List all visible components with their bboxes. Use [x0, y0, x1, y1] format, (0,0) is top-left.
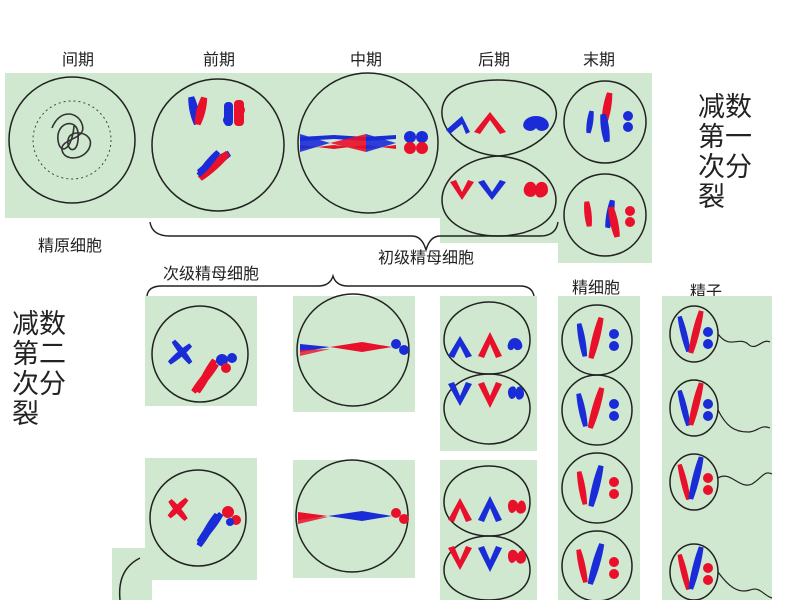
phase-label-prophase: 前期 — [203, 50, 236, 69]
spermatid-column — [561, 304, 633, 600]
cell-anaphase-two-b — [443, 465, 531, 600]
cell-prophase-one — [151, 78, 285, 212]
phase-label-telophase: 末期 — [583, 50, 616, 69]
cell-anaphase-one — [441, 79, 557, 237]
cell-metaphase-one — [297, 72, 439, 214]
phase-label-metaphase: 中期 — [350, 50, 383, 69]
label-spermatogonium: 精原细胞 — [38, 236, 103, 255]
label-spermatid: 精细胞 — [572, 278, 621, 297]
label-meiosis-two: 减数 第二 次分 裂 — [12, 309, 66, 430]
label-primary-spermatocyte: 初级精母细胞 — [378, 248, 475, 267]
cell-anaphase-two-a — [443, 301, 531, 445]
cell-interphase — [8, 76, 136, 204]
cell-prophase-two-a — [151, 305, 249, 403]
sperm-column — [669, 305, 773, 600]
cell-prophase-two-b — [149, 469, 247, 567]
label-secondary-spermatocyte: 次级精母细胞 — [163, 264, 260, 283]
phase-label-interphase: 间期 — [62, 50, 95, 69]
cell-metaphase-two-a — [296, 293, 410, 407]
cell-telophase-one — [563, 80, 647, 257]
label-meiosis-one: 减数 第一 次分 裂 — [698, 92, 752, 213]
phase-label-anaphase: 后期 — [478, 50, 511, 69]
brace-secondary-spermatocyte — [146, 273, 535, 297]
brace-primary-spermatocyte — [149, 221, 559, 253]
panels-row3 — [112, 458, 537, 600]
cell-metaphase-two-b — [295, 459, 409, 573]
cell-partial-bottom-left — [118, 557, 141, 600]
panels-row1 — [5, 73, 652, 263]
